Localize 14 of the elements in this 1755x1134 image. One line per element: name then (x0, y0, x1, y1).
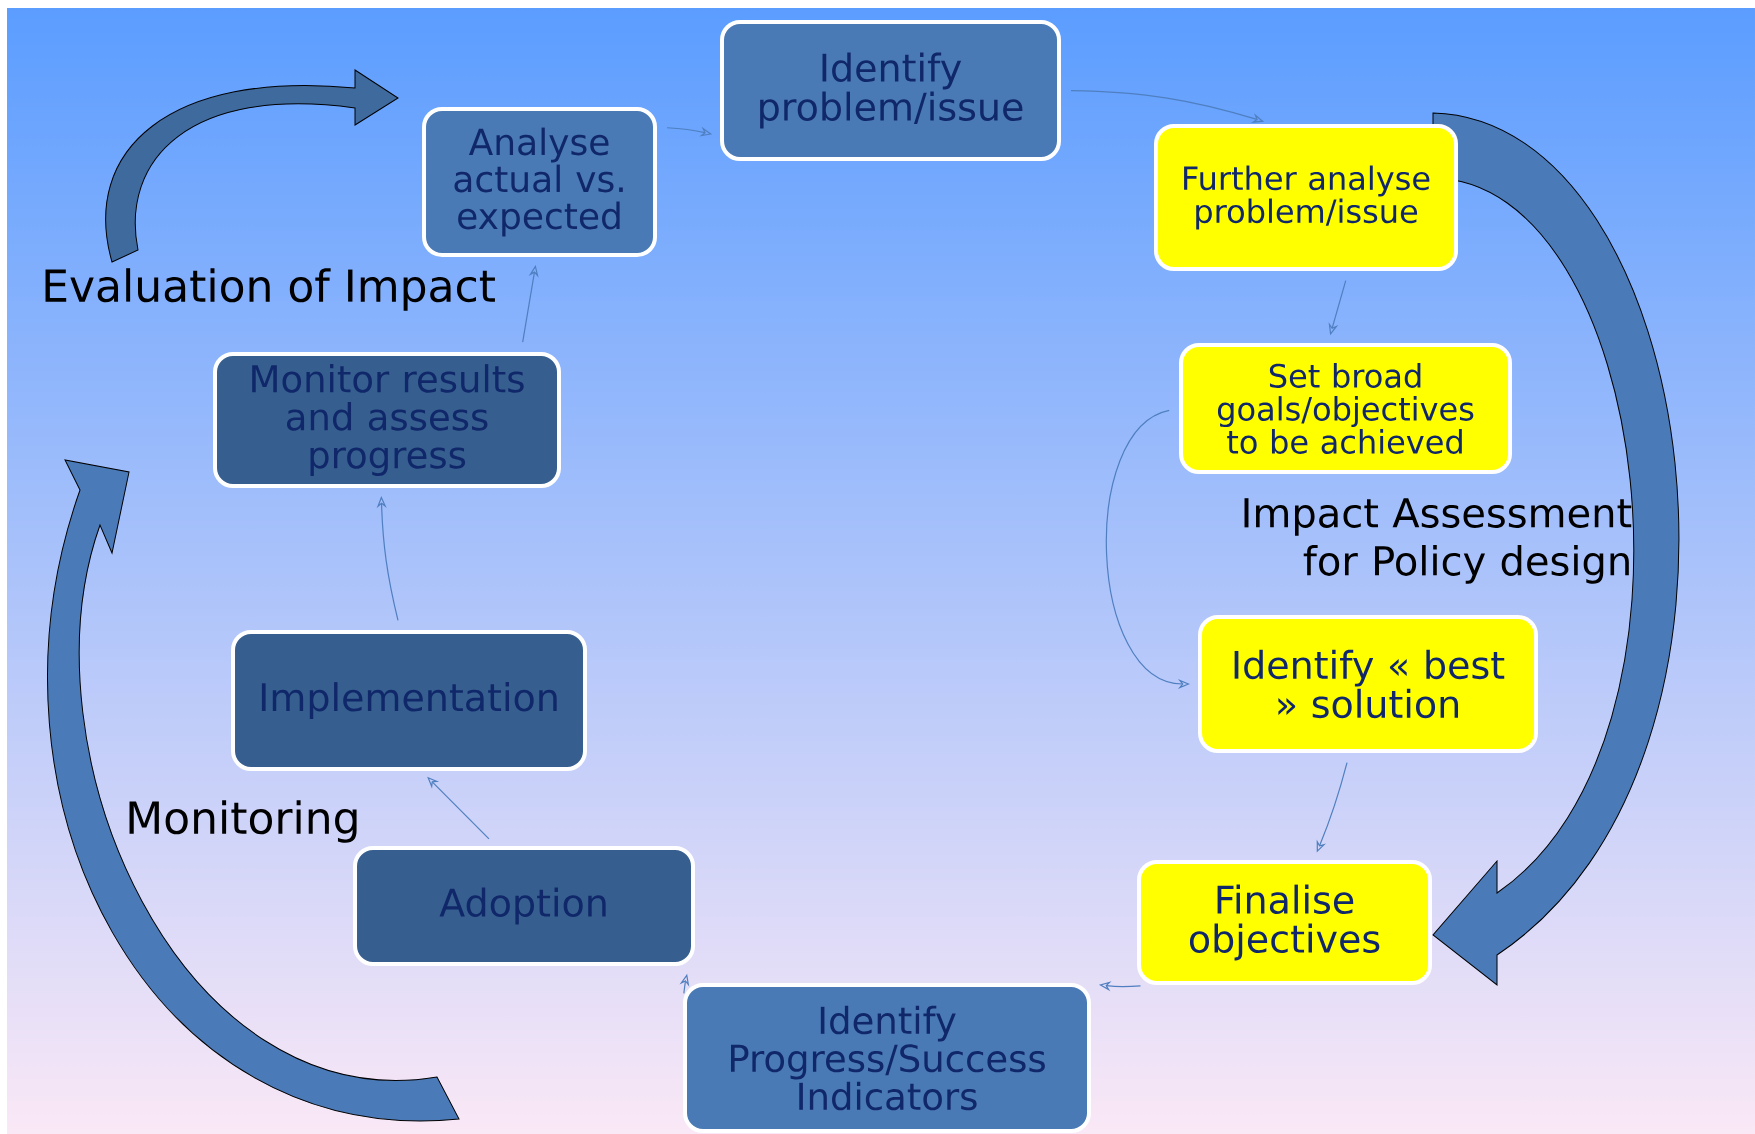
process-box: Set broad goals/objectives to be achieved (1179, 343, 1512, 474)
process-box: Adoption (353, 846, 695, 966)
process-box: Identify problem/issue (720, 20, 1061, 161)
process-box: Analyse actual vs. expected (422, 107, 657, 257)
stage-label: Evaluation of Impact (45, 268, 495, 311)
stage-label: Impact Assessment for Policy design (1244, 498, 1632, 584)
process-box: Further analyse problem/issue (1154, 124, 1458, 271)
process-box: Finalise objectives (1137, 860, 1432, 985)
process-box: Identify « best » solution (1198, 615, 1538, 753)
arrow (376, 496, 399, 621)
stage-label: Monitoring (129, 800, 357, 843)
process-box: Monitor results and assess progress (213, 352, 561, 488)
process-box: Implementation (231, 630, 587, 771)
process-box: Identify Progress/Success Indicators (683, 983, 1091, 1133)
